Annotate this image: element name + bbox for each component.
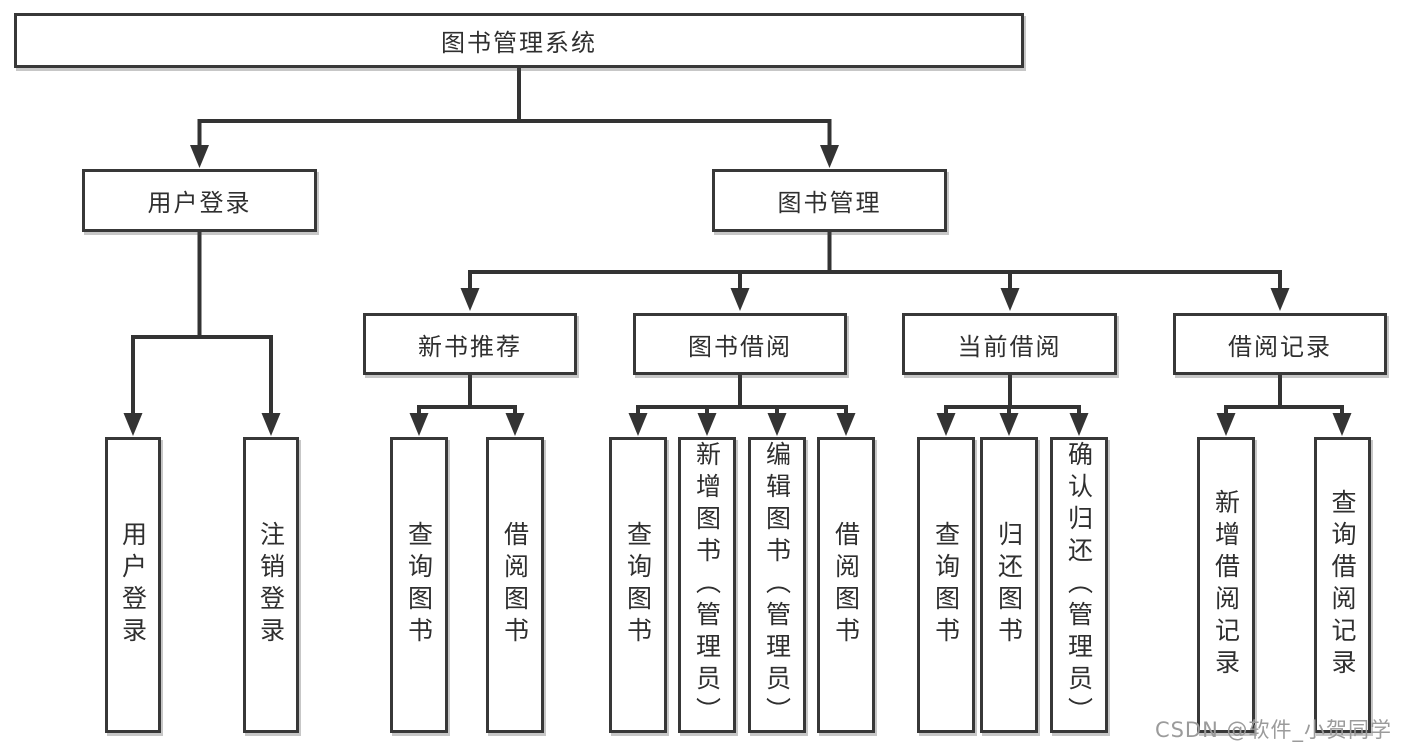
leaf-confirm-return-admin: 确认归还（管理员）	[1050, 437, 1108, 733]
arrowheads-current-to-leaves	[936, 413, 1089, 436]
node-label: 注销登录	[256, 521, 286, 649]
node-label: 新增图书（管理员）	[692, 441, 722, 729]
node-label: 编辑图书（管理员）	[762, 441, 792, 729]
leaf-borrow-books-recommend: 借阅图书	[486, 437, 544, 733]
node-label: 图书管理系统	[441, 29, 597, 57]
node-label: 确认归还（管理员）	[1064, 441, 1094, 729]
node-label: 当前借阅	[957, 332, 1062, 361]
node-new-book-recommend: 新书推荐	[363, 313, 577, 375]
connector-bookmgmt-to-level3	[468, 228, 1282, 297]
node-label: 查询图书	[931, 521, 961, 649]
node-label: 查询图书	[404, 521, 434, 649]
node-label: 借阅记录	[1228, 332, 1332, 361]
csdn-watermark: CSDN @软件_小贺同学	[1154, 718, 1392, 742]
node-label: 新书推荐	[418, 332, 522, 361]
node-label: 借阅图书	[831, 521, 861, 649]
node-user-login: 用户登录	[82, 169, 317, 232]
leaf-query-books-recommend: 查询图书	[390, 437, 448, 733]
node-label: 图书管理	[777, 189, 882, 217]
leaf-add-books-admin: 新增图书（管理员）	[678, 437, 736, 733]
arrowheads-userlogin-to-leaves	[123, 413, 281, 436]
node-label: 图书借阅	[688, 332, 792, 361]
node-label: 用户登录	[147, 189, 252, 217]
node-current-borrow: 当前借阅	[902, 313, 1117, 375]
node-label: 借阅图书	[500, 521, 530, 649]
leaf-add-borrow-record: 新增借阅记录	[1197, 437, 1255, 733]
arrowheads-root-to-level2	[190, 145, 839, 168]
node-borrow-records: 借阅记录	[1173, 313, 1387, 375]
leaf-query-borrow-record: 查询借阅记录	[1314, 437, 1371, 733]
node-label: 归还图书	[994, 521, 1024, 649]
leaf-logout: 注销登录	[243, 437, 299, 733]
connector-records-to-leaves	[1224, 371, 1344, 421]
arrowheads-recommend-to-leaves	[409, 413, 525, 436]
connector-recommend-to-leaves	[417, 371, 517, 421]
node-label: 新增借阅记录	[1211, 489, 1241, 681]
leaf-query-books-current: 查询图书	[917, 437, 975, 733]
leaf-edit-books-admin: 编辑图书（管理员）	[748, 437, 806, 733]
leaf-query-books-borrow: 查询图书	[609, 437, 667, 733]
node-book-management: 图书管理	[712, 169, 947, 232]
connector-current-to-leaves	[944, 371, 1081, 421]
node-book-borrow: 图书借阅	[633, 313, 847, 375]
arrowheads-bookmgmt-to-level3	[460, 288, 1290, 311]
arrowheads-records-to-leaves	[1216, 413, 1352, 436]
arrowheads-borrow-to-leaves	[628, 413, 856, 436]
node-label: 用户登录	[118, 521, 148, 649]
connector-userlogin-to-leaves	[131, 228, 273, 421]
leaf-borrow-books: 借阅图书	[817, 437, 875, 733]
connector-borrow-to-leaves	[636, 371, 848, 421]
node-label: 查询图书	[623, 521, 653, 649]
leaf-return-books: 归还图书	[980, 437, 1038, 733]
connector-root-to-level2	[197, 64, 832, 154]
node-label: 查询借阅记录	[1328, 489, 1357, 681]
leaf-user-login: 用户登录	[105, 437, 161, 733]
node-root-system: 图书管理系统	[14, 13, 1024, 68]
